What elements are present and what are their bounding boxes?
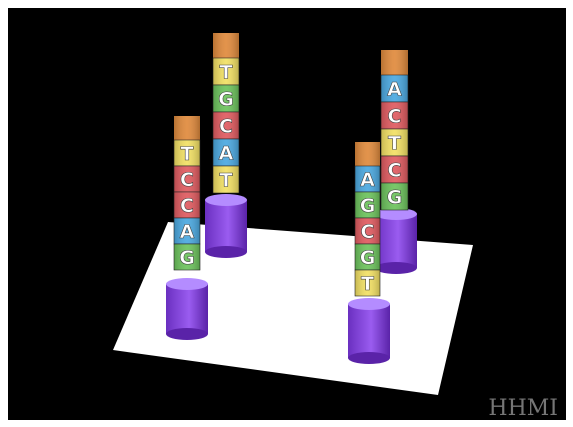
base-block: T xyxy=(355,270,380,296)
base-letter: C xyxy=(180,169,194,191)
base-block: C xyxy=(381,156,408,183)
post-top xyxy=(348,298,390,310)
base-letter: T xyxy=(361,273,374,295)
post-bottom xyxy=(348,352,390,364)
post-3 xyxy=(375,208,417,274)
post-1 xyxy=(166,278,208,340)
cap-shade xyxy=(213,33,239,58)
base-letter: A xyxy=(387,79,402,101)
base-letter: A xyxy=(219,143,234,165)
cap-shade xyxy=(355,142,380,166)
post-bottom xyxy=(375,262,417,274)
base-block: T xyxy=(213,58,239,85)
base-block: G xyxy=(213,85,239,112)
post-body xyxy=(205,200,247,252)
post-body xyxy=(166,284,208,334)
base-letter: A xyxy=(360,169,375,191)
base-block: G xyxy=(355,192,380,218)
base-block: T xyxy=(174,140,200,166)
post-top xyxy=(166,278,208,290)
base-block: A xyxy=(174,218,200,244)
post-body xyxy=(348,304,390,358)
base-block: G xyxy=(174,244,200,270)
base-letter: A xyxy=(180,221,195,243)
base-letter: C xyxy=(361,221,375,243)
base-block: A xyxy=(213,139,239,166)
base-letter: G xyxy=(179,247,195,269)
base-letter: C xyxy=(219,116,233,138)
base-block: C xyxy=(213,112,239,139)
base-letter: T xyxy=(220,170,233,192)
base-letter: T xyxy=(388,133,401,155)
base-block: C xyxy=(174,166,200,192)
base-block: C xyxy=(174,192,200,218)
base-block: A xyxy=(355,166,380,192)
cap-shade xyxy=(381,50,408,75)
base-block: G xyxy=(381,183,408,210)
base-block: T xyxy=(213,166,239,193)
post-top xyxy=(205,194,247,206)
base-block: C xyxy=(381,102,408,129)
hhmi-watermark: HHMI xyxy=(488,396,558,421)
base-block: G xyxy=(355,244,380,270)
post-bottom xyxy=(166,328,208,340)
base-letter: C xyxy=(180,195,194,217)
base-letter: G xyxy=(360,247,376,269)
base-letter: T xyxy=(220,62,233,84)
base-letter: C xyxy=(388,106,402,128)
post-body xyxy=(375,214,417,268)
post-2 xyxy=(205,194,247,258)
base-block: C xyxy=(355,218,380,244)
base-letter: G xyxy=(387,187,403,209)
base-block: T xyxy=(381,129,408,156)
cap-shade xyxy=(174,116,200,140)
base-letter: T xyxy=(181,143,194,165)
base-letter: C xyxy=(388,160,402,182)
base-letter: G xyxy=(218,89,234,111)
base-letter: G xyxy=(360,195,376,217)
base-block: A xyxy=(381,75,408,102)
post-4 xyxy=(348,298,390,364)
post-bottom xyxy=(205,246,247,258)
